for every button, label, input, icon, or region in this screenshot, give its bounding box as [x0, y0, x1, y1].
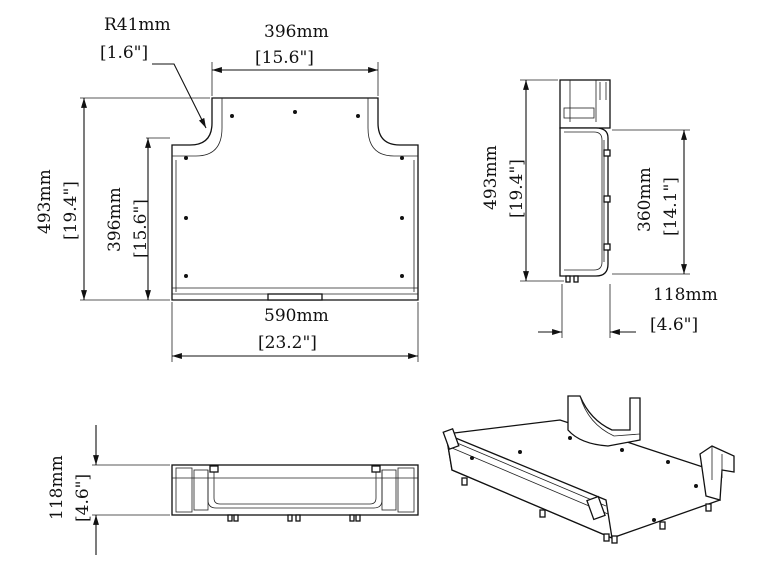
total-length-in-label: [19.4"] [61, 181, 81, 240]
isometric-view [442, 395, 735, 544]
mount-hole [230, 114, 234, 118]
total-width-in-label: [23.2"] [258, 333, 317, 353]
branch-width-in-label: [15.6"] [255, 48, 314, 68]
mount-hole [184, 216, 188, 220]
side-total-mm-label: 493mm [481, 145, 501, 210]
side-view: 493mm [19.4"] 360mm [14.1"] 118mm [4.6"] [481, 79, 718, 338]
side-inner-in-label: [14.1"] [661, 177, 681, 236]
iso-hole [694, 484, 698, 488]
mount-hole [184, 274, 188, 278]
iso-hole [470, 456, 474, 460]
mount-hole [400, 156, 404, 160]
front-depth-in-label: [4.6"] [73, 474, 93, 522]
iso-hole [620, 448, 624, 452]
side-depth-mm-label: 118mm [653, 285, 718, 305]
mount-hole [400, 216, 404, 220]
front-view: 118mm [4.6"] [47, 425, 419, 555]
body-length-in-label: [15.6"] [131, 199, 151, 258]
radius-leader [152, 63, 207, 129]
total-length-mm-label: 493mm [35, 169, 55, 234]
mount-hole [356, 114, 360, 118]
mount-hole [184, 156, 188, 160]
total-width-mm-label: 590mm [264, 306, 329, 326]
mount-hole [400, 274, 404, 278]
side-inner-mm-label: 360mm [635, 167, 655, 232]
top-view: R41mm [1.6"] 396mm [15.6"] 493mm [19.4"]… [35, 15, 419, 362]
radius-mm-label: R41mm [104, 15, 171, 35]
body-length-mm-label: 396mm [105, 187, 125, 252]
side-depth-in-label: [4.6"] [650, 315, 698, 335]
side-total-in-label: [19.4"] [507, 159, 527, 218]
iso-hole [568, 436, 572, 440]
iso-hole [666, 460, 670, 464]
branch-width-mm-label: 396mm [264, 22, 329, 42]
iso-hole [652, 518, 656, 522]
front-depth-mm-label: 118mm [47, 455, 67, 520]
tee-outline [171, 97, 419, 301]
mount-hole [293, 110, 297, 114]
iso-hole [518, 450, 522, 454]
radius-in-label: [1.6"] [100, 43, 148, 63]
